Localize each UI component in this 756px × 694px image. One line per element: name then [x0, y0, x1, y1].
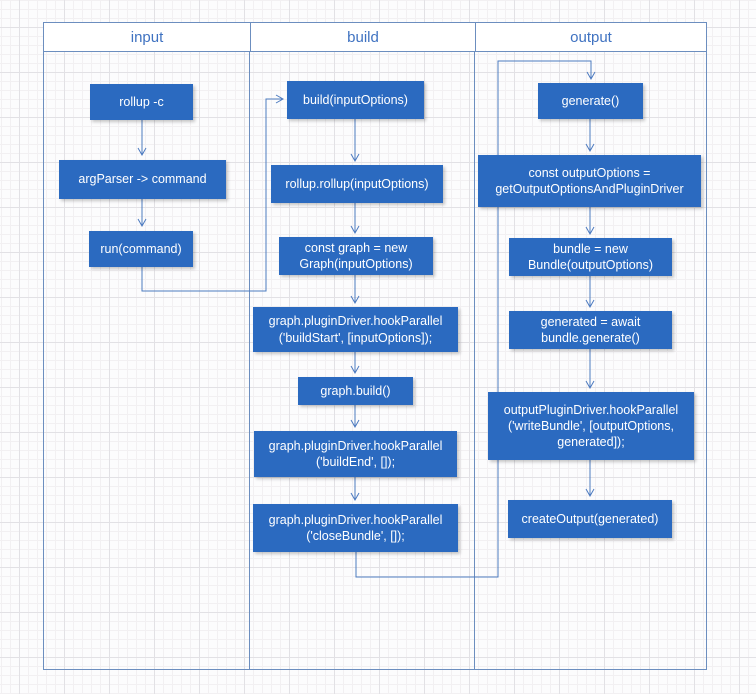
node-run-command[interactable]: run(command): [89, 231, 193, 267]
node-argparser-command[interactable]: argParser -> command: [59, 160, 226, 199]
swimlane-pool: input build output: [43, 22, 707, 670]
node-bundle-new[interactable]: bundle = new Bundle(outputOptions): [509, 238, 672, 276]
lane-divider-input-build: [249, 51, 250, 669]
node-graph-build[interactable]: graph.build(): [298, 377, 413, 405]
lane-header-input[interactable]: input: [130, 28, 164, 46]
lane-header-output[interactable]: output: [475, 23, 706, 51]
node-build-inputoptions[interactable]: build(inputOptions): [287, 81, 424, 119]
node-hook-buildstart[interactable]: graph.pluginDriver.hookParallel ('buildS…: [253, 307, 458, 352]
lane-divider-build-output: [474, 51, 475, 669]
node-rollup-c[interactable]: rollup -c: [90, 84, 193, 120]
node-generate[interactable]: generate(): [538, 83, 643, 119]
node-const-graph[interactable]: const graph = new Graph(inputOptions): [279, 237, 433, 275]
node-hook-closebundle[interactable]: graph.pluginDriver.hookParallel ('closeB…: [253, 504, 458, 552]
lane-header-row: input build output: [44, 23, 706, 52]
lane-header-build[interactable]: build: [250, 23, 475, 51]
node-hook-writebundle[interactable]: outputPluginDriver.hookParallel ('writeB…: [488, 392, 694, 460]
node-hook-buildend[interactable]: graph.pluginDriver.hookParallel ('buildE…: [254, 431, 457, 477]
node-const-outputoptions[interactable]: const outputOptions = getOutputOptionsAn…: [478, 155, 701, 207]
node-rollup-rollup[interactable]: rollup.rollup(inputOptions): [271, 165, 443, 203]
node-createoutput[interactable]: createOutput(generated): [508, 500, 672, 538]
node-generated-await[interactable]: generated = await bundle.generate(): [509, 311, 672, 349]
